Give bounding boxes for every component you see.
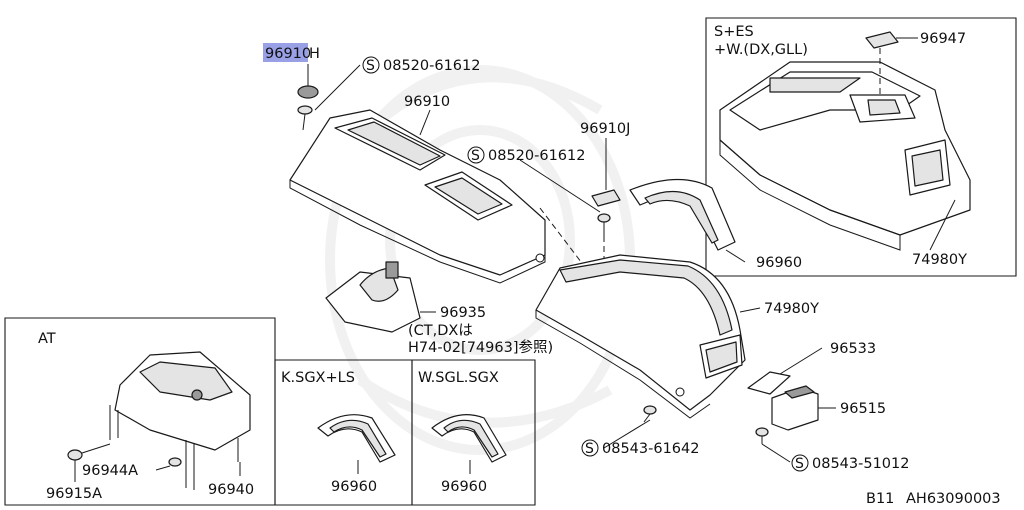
boot-note-line-2: H74-02[74963]参照) (408, 339, 553, 356)
panel-wsgl: W.SGL.SGX 96960 (411, 359, 536, 506)
highlighted-part-number[interactable]: 96910 (265, 46, 311, 62)
part-highlight-box (263, 43, 308, 62)
screw-symbol-icon: S (467, 146, 485, 164)
screw-top-part-number[interactable]: 08520-61612 (383, 58, 481, 74)
clip-drawing (591, 189, 621, 207)
bracket-part-number[interactable]: 96533 (830, 341, 876, 357)
clip-part-number[interactable]: 96910J (580, 121, 630, 137)
screw-mid-drawing (597, 213, 611, 236)
screw-symbol-icon: S (362, 56, 380, 74)
cap-drawing (297, 85, 319, 99)
at-cover-drawing (109, 351, 251, 490)
panel-at: AT 96944A 96915A 96940 (4, 317, 276, 506)
highlighted-callout[interactable]: 96910 H (263, 43, 320, 62)
console-front-drawing (289, 109, 546, 284)
footer-section: B11 (866, 491, 894, 507)
panel-wsgl-title: W.SGL.SGX (418, 370, 499, 386)
screw-mid-part-number[interactable]: 08520-61612 (488, 148, 586, 164)
boot-part-number[interactable]: 96935 (440, 305, 486, 321)
svg-text:S: S (471, 148, 480, 164)
screw-rear-right-part-number[interactable]: 08543-51012 (812, 456, 910, 472)
panel-es-title-2: +W.(DX,GLL) (714, 42, 808, 58)
ksgx-part-number[interactable]: 96960 (331, 479, 377, 495)
screw-symbol-icon: S (581, 439, 599, 457)
lid-part-number[interactable]: 96947 (920, 31, 966, 47)
panel-at-title: AT (38, 331, 56, 347)
console-front-part-number[interactable]: 96910 (404, 94, 450, 110)
at-part-c[interactable]: 96940 (208, 482, 254, 498)
panel-es-title-1: S+ES (714, 24, 754, 40)
wsgl-part-number[interactable]: 96960 (441, 479, 487, 495)
console-rear-alt-drawing (719, 61, 971, 251)
boot-drawing (325, 261, 421, 333)
svg-text:S: S (366, 58, 375, 74)
screw-symbol-icon: S (791, 454, 809, 472)
switch-part-number[interactable]: 96515 (840, 401, 886, 417)
svg-text:S: S (585, 441, 594, 457)
svg-text:S: S (795, 456, 804, 472)
at-part-b[interactable]: 96915A (46, 486, 102, 502)
console-rear-alt-part-number[interactable]: 74980Y (912, 252, 967, 268)
highlighted-part-suffix: H (309, 46, 320, 62)
lid-drawing (865, 31, 899, 49)
boot-note-line-1: (CT,DXは (408, 323, 473, 339)
console-rear-drawing (535, 254, 746, 419)
panel-ksgx: K.SGX+LS 96960 (274, 359, 413, 506)
screw-rear-left-drawing (643, 405, 657, 423)
switch-drawing (771, 385, 819, 431)
footer-code: AH63090003 (906, 491, 1001, 507)
ksgx-trim-drawing (317, 414, 396, 463)
bracket-drawing (747, 371, 791, 395)
panel-es-variant: S+ES +W.(DX,GLL) 96947 74980Y (705, 17, 1017, 277)
trim-right-part-number[interactable]: 96960 (756, 255, 802, 271)
at-screw-drawing (67, 443, 111, 461)
panel-ksgx-title: K.SGX+LS (281, 370, 355, 386)
screw-rear-left-part-number[interactable]: 08543-61642 (602, 441, 700, 457)
console-rear-part-number[interactable]: 74980Y (764, 301, 819, 317)
at-part-a[interactable]: 96944A (82, 463, 138, 479)
screw-top-drawing (297, 105, 313, 131)
screw-rear-right-drawing (755, 427, 769, 444)
trim-right-drawing (629, 178, 736, 251)
wsgl-trim-drawing (431, 414, 507, 463)
at-clip-drawing (168, 457, 182, 467)
